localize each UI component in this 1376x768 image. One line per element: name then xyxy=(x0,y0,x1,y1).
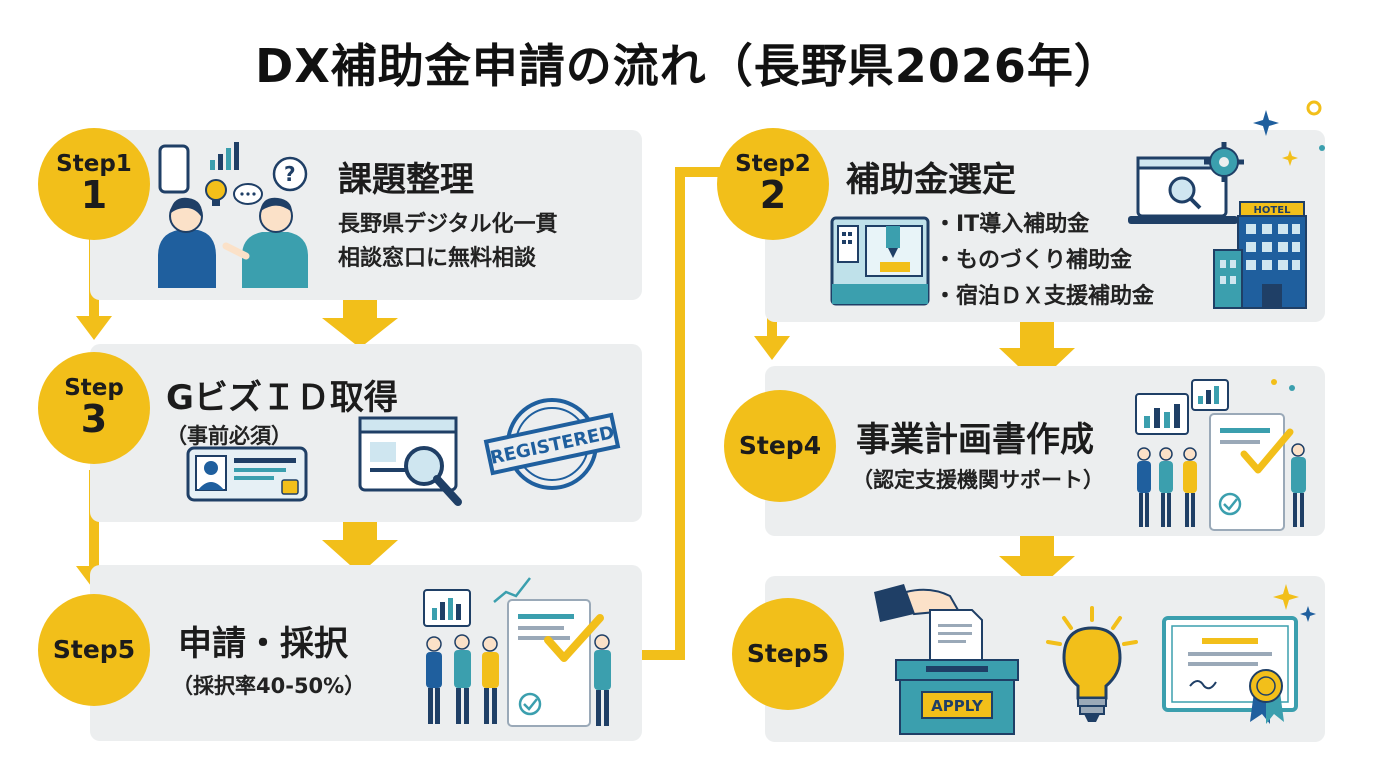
step2-bullet-3: ・宿泊ＤＸ支援補助金 xyxy=(934,284,1155,309)
trend-line-icon xyxy=(493,577,531,603)
svg-text:?: ? xyxy=(284,162,296,186)
step1-line2: 相談窓口に無料相談 xyxy=(338,246,537,271)
step5-right-badge: Step5 xyxy=(732,598,844,710)
chart-board-icon xyxy=(1135,393,1189,435)
phone-icon xyxy=(158,144,190,194)
step1-badge: Step1 1 xyxy=(38,128,150,240)
apply-ballot-box-illustration: APPLY xyxy=(874,584,1019,735)
step2-number: 2 xyxy=(759,173,787,218)
star-icon xyxy=(1253,110,1279,136)
hotel-building-icon: HOTEL xyxy=(1213,201,1307,309)
connector-step5-to-step2 xyxy=(642,167,738,660)
hand-icon xyxy=(904,588,960,616)
step5-left-badge: Step5 xyxy=(38,594,150,706)
dot-icon xyxy=(1271,379,1277,385)
team-approval-illustration xyxy=(423,577,611,727)
speech-bubble-icon xyxy=(233,183,263,205)
arrow-panel-1-3 xyxy=(322,292,398,348)
consultation-people-illustration: ? xyxy=(158,142,308,288)
ring-icon xyxy=(1306,100,1322,116)
step1-number: 1 xyxy=(80,173,108,218)
step2-label: Step2 xyxy=(735,150,811,177)
bar-chart-icon xyxy=(210,142,239,170)
sleeve-icon xyxy=(874,584,914,622)
dot-icon xyxy=(1319,145,1325,151)
ballot-box-icon: APPLY xyxy=(895,659,1019,735)
cnc-machine-icon xyxy=(830,216,930,306)
registered-stamp: REGISTERED xyxy=(483,398,621,490)
step4-label: Step4 xyxy=(738,430,822,460)
step4-title: 事業計画書作成 xyxy=(856,420,1094,460)
step3-badge: Step 3 xyxy=(38,352,150,464)
page-title: DX補助金申請の流れ（長野県2026年） xyxy=(255,39,1121,93)
certificate-icon xyxy=(1162,584,1316,724)
star-icon-small xyxy=(1282,150,1298,166)
step3-title: GビズＩＤ取得 xyxy=(166,378,398,418)
step2-badge: Step2 2 xyxy=(717,128,829,240)
step2-bullet-1: ・IT導入補助金 xyxy=(934,212,1090,237)
step5-left-sub: （採択率40-50%） xyxy=(172,674,366,698)
approved-document-icon xyxy=(507,599,604,727)
gear-icon xyxy=(1204,142,1244,182)
business-plan-team-illustration xyxy=(1135,379,1306,531)
hotel-sign: HOTEL xyxy=(1254,205,1292,216)
team-people-figures xyxy=(1137,443,1306,527)
step3-number: 3 xyxy=(80,397,108,442)
id-card-icon xyxy=(186,446,308,502)
step1-label: Step1 xyxy=(56,150,132,177)
arrow-panel-2-4 xyxy=(999,318,1075,384)
step3-sub: （事前必須） xyxy=(166,424,292,448)
man-figure xyxy=(222,197,308,288)
dot-icon xyxy=(1289,385,1295,391)
lightbulb-idea-icon xyxy=(1046,606,1138,722)
chart-board-icon-2 xyxy=(1191,379,1229,411)
question-bubble-icon: ? xyxy=(272,156,308,192)
plan-document-icon xyxy=(1209,413,1294,531)
team-people-figures xyxy=(426,634,611,726)
arrow-left-to-step3 xyxy=(76,316,112,340)
sparkle-icon xyxy=(1273,584,1299,610)
chart-board-icon xyxy=(423,589,471,627)
award-ribbon-icon xyxy=(1249,669,1284,724)
laptop-search-icon xyxy=(1128,142,1244,224)
step2-bullet-2: ・ものづくり補助金 xyxy=(934,248,1133,273)
arrow-right-to-step4 xyxy=(754,336,790,360)
step1-line1: 長野県デジタル化一貫 xyxy=(338,212,558,237)
arrow-panel-4-5 xyxy=(999,530,1075,590)
lightbulb-icon xyxy=(205,179,227,206)
step4-badge: Step4 xyxy=(724,390,836,502)
step5-left-title: 申請・採択 xyxy=(178,624,348,664)
step5-left-label: Step5 xyxy=(52,634,136,664)
step4-sub: （認定支援機関サポート） xyxy=(852,468,1104,492)
step2-title: 補助金選定 xyxy=(846,160,1016,200)
arrow-panel-3-5 xyxy=(322,513,398,574)
step1-title: 課題整理 xyxy=(338,160,474,200)
woman-figure xyxy=(158,197,216,288)
step3-label: Step xyxy=(64,374,124,401)
step5-right-label: Step5 xyxy=(746,638,830,668)
sparkle-decoration xyxy=(1253,100,1325,166)
apply-label: APPLY xyxy=(931,697,984,715)
web-search-icon xyxy=(358,416,462,506)
